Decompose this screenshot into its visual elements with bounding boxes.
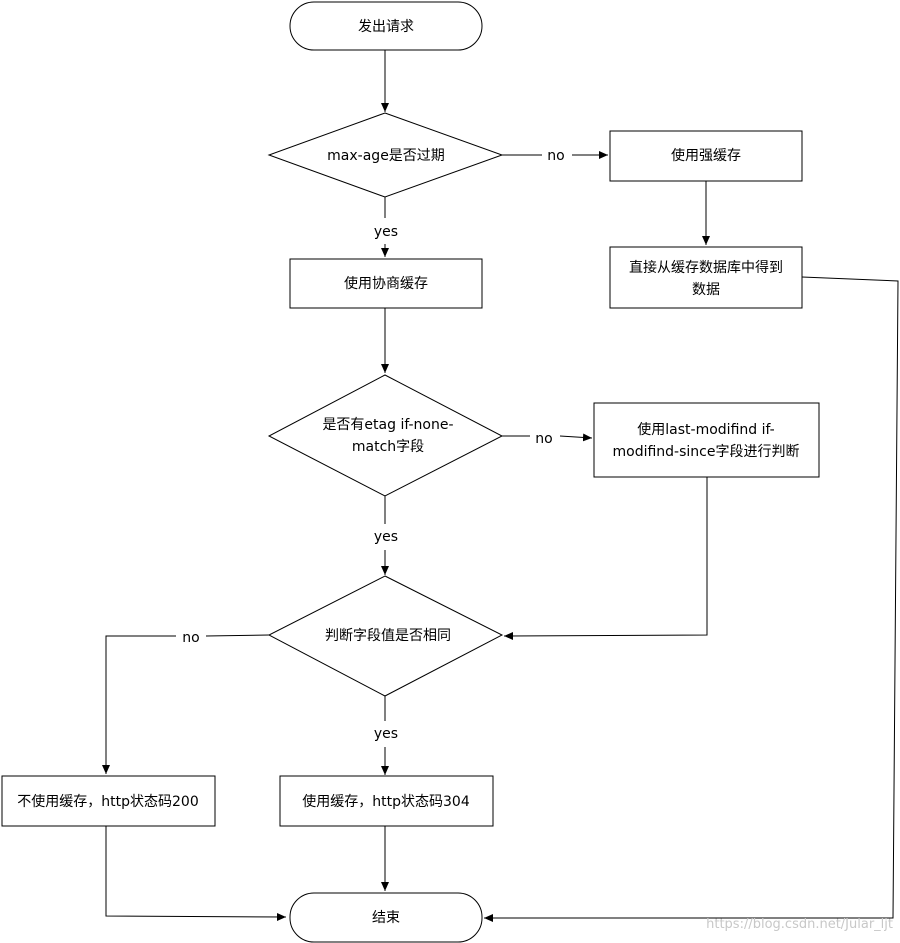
- edges: [102, 50, 899, 922]
- edge-lastmod-to-compare: [503, 477, 708, 640]
- edge-compare-no-right: [205, 634, 270, 637]
- label-etag-no: no: [535, 431, 552, 447]
- node-no-cache-200[interactable]: 不使用缓存，http状态码200: [1, 775, 216, 827]
- edge-compare-no-left: [102, 635, 176, 774]
- node-cache-304[interactable]: 使用缓存，http状态码304: [279, 775, 494, 827]
- label-maxage-yes: yes: [374, 224, 398, 240]
- node-from-cache-db[interactable]: 直接从缓存数据库中得到 数据: [609, 246, 803, 309]
- node-strong-cache[interactable]: 使用强缓存: [609, 130, 803, 182]
- node-last-modified[interactable]: 使用last-modifind if- modifind-since字段进行判断: [593, 402, 820, 478]
- edge-etag-no-right: [559, 433, 593, 442]
- nodes: 发出请求 max-age是否过期 使用强缓存 直接从缓存数据库中得到 数据 使用…: [1, 1, 820, 943]
- node-negotiate-cache[interactable]: 使用协商缓存: [289, 258, 483, 309]
- label-maxage-no: no: [547, 148, 564, 164]
- node-compare-label: 判断字段值是否相同: [325, 628, 451, 644]
- node-etag-decision[interactable]: 是否有etag if-none- match字段: [267, 374, 504, 497]
- node-etag-line2: match字段: [352, 439, 424, 455]
- node-start[interactable]: 发出请求: [289, 1, 483, 51]
- label-compare-yes: yes: [374, 726, 398, 742]
- node-start-label: 发出请求: [358, 19, 414, 35]
- label-compare-no: no: [182, 630, 199, 646]
- node-max-age-label: max-age是否过期: [327, 148, 445, 164]
- node-max-age-decision[interactable]: max-age是否过期: [267, 112, 504, 198]
- node-no-cache-200-label: 不使用缓存，http状态码200: [17, 793, 198, 810]
- edge-labels: no yes no yes no yes: [182, 148, 564, 742]
- node-last-modified-line2: modifind-since字段进行判断: [613, 444, 800, 460]
- node-from-cache-db-line1: 直接从缓存数据库中得到: [629, 259, 783, 276]
- edge-db-to-end: [484, 276, 899, 922]
- node-etag-line1: 是否有etag if-none-: [322, 417, 453, 433]
- node-end[interactable]: 结束: [289, 892, 483, 943]
- node-cache-304-label: 使用缓存，http状态码304: [302, 793, 470, 810]
- edge-200-to-end: [105, 826, 287, 921]
- node-end-label: 结束: [372, 910, 400, 926]
- node-compare-decision[interactable]: 判断字段值是否相同: [267, 575, 504, 697]
- node-last-modified-line1: 使用last-modifind if-: [637, 421, 774, 438]
- node-strong-cache-label: 使用强缓存: [671, 147, 741, 164]
- node-negotiate-cache-label: 使用协商缓存: [344, 275, 428, 292]
- node-from-cache-db-line2: 数据: [692, 282, 720, 298]
- watermark: https://blog.csdn.net/Jular_ljt: [706, 917, 893, 932]
- label-etag-yes: yes: [374, 529, 398, 545]
